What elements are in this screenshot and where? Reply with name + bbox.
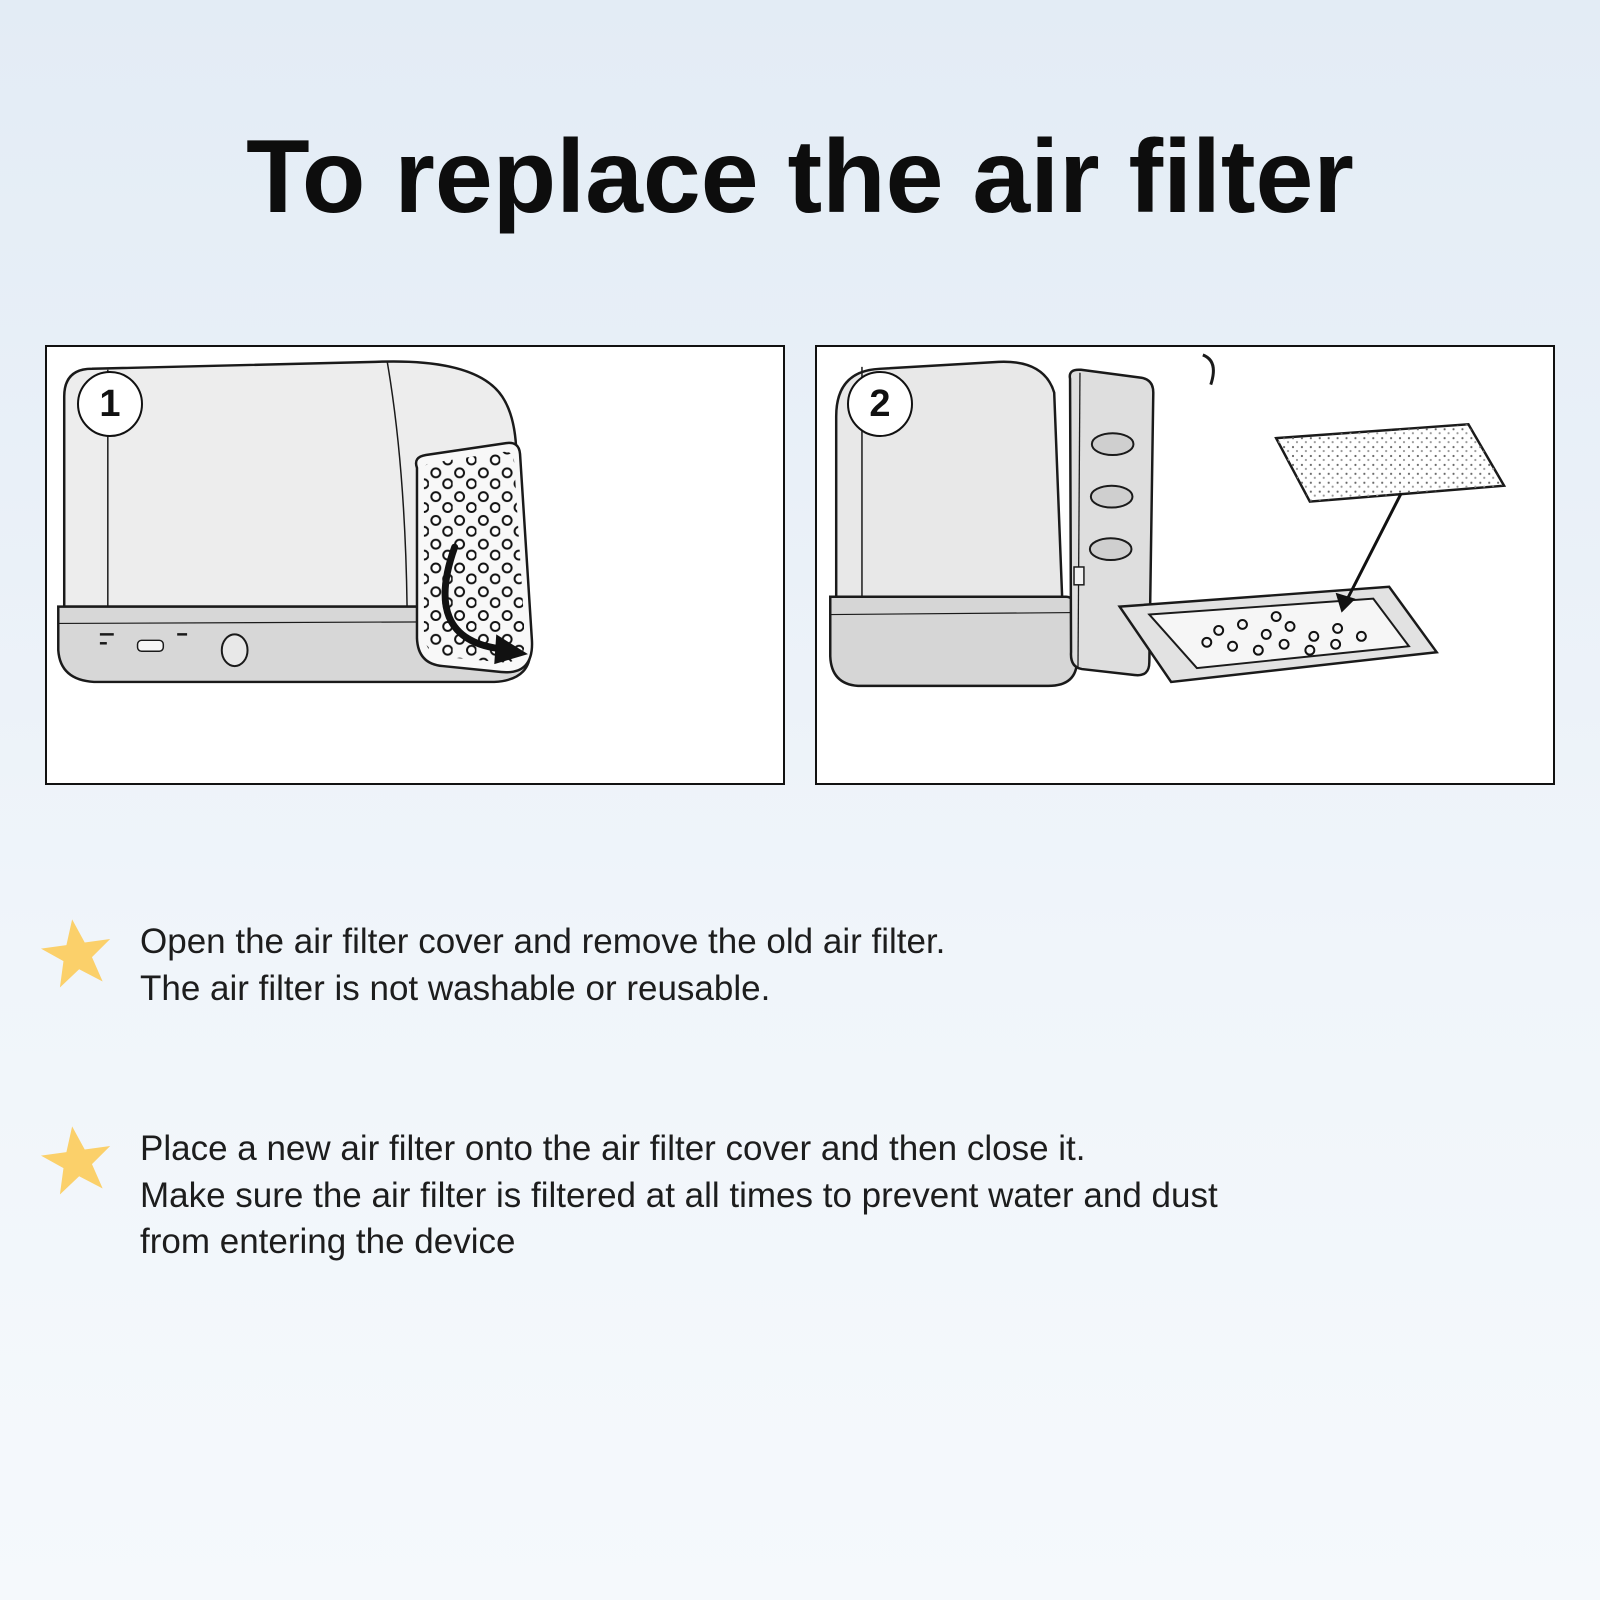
perforation-dots [422, 451, 526, 663]
curved-arrow-icon [441, 543, 528, 665]
step-text-line: The air filter is not washable or reusab… [140, 968, 771, 1008]
step-number-badge: 2 [847, 371, 913, 437]
insert-new-filter-illustration [829, 353, 1507, 688]
new-air-filter-sheet [1274, 422, 1507, 503]
step-2-text: Place a new air filter onto the air filt… [140, 1124, 1218, 1266]
step-text-line: Place a new air filter onto the air filt… [140, 1129, 1086, 1169]
page-title: To replace the air filter [246, 119, 1354, 235]
open-filter-cover-illustration [57, 360, 534, 684]
step-text-line: Make sure the air filter is filtered at … [140, 1175, 1218, 1215]
device-body [62, 360, 526, 608]
cord-detail [1202, 353, 1215, 386]
step-text-line: from entering the device [140, 1222, 516, 1262]
panel-step-2: 2 [815, 345, 1555, 785]
filter-tray [1117, 585, 1439, 684]
step-text-line: Open the air filter cover and remove the… [140, 922, 946, 961]
step-2: Place a new air filter onto the air filt… [40, 1124, 1560, 1266]
instruction-steps: Open the air filter cover and remove the… [40, 917, 1560, 1266]
step-number-badge: 1 [77, 371, 143, 437]
device-base [829, 595, 1079, 688]
placement-arrow-icon [1335, 492, 1403, 613]
panel-step-1: 1 [45, 345, 785, 785]
step-1-text: Open the air filter cover and remove the… [140, 917, 945, 1012]
star-icon [40, 919, 111, 988]
instruction-panels: 1 [45, 345, 1555, 785]
step-1: Open the air filter cover and remove the… [40, 917, 1560, 1012]
star-icon [40, 1126, 111, 1195]
